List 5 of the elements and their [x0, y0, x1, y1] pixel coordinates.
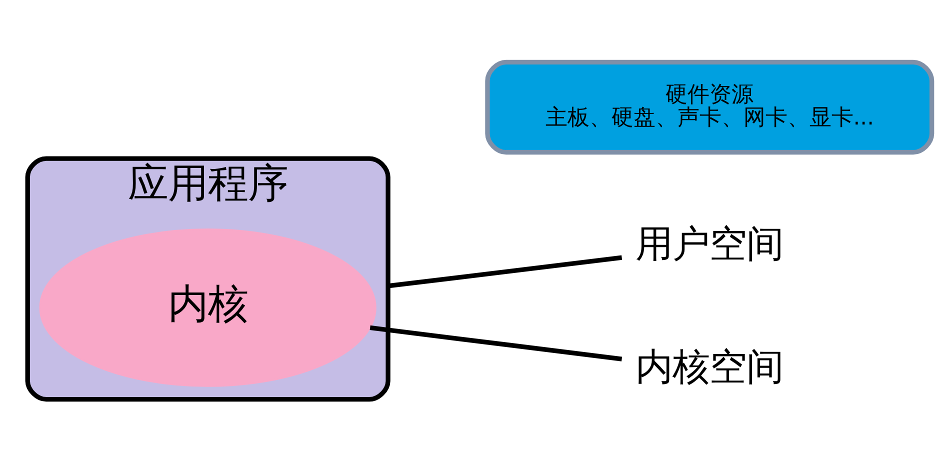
node-text: 用户空间	[636, 221, 784, 266]
node-ellipse: 内核	[39, 228, 376, 386]
node-box: 硬件资源 主板、硬盘、声卡、网卡、显卡...	[485, 59, 934, 154]
node-text: 内核空间	[636, 344, 784, 388]
connector	[388, 254, 622, 288]
